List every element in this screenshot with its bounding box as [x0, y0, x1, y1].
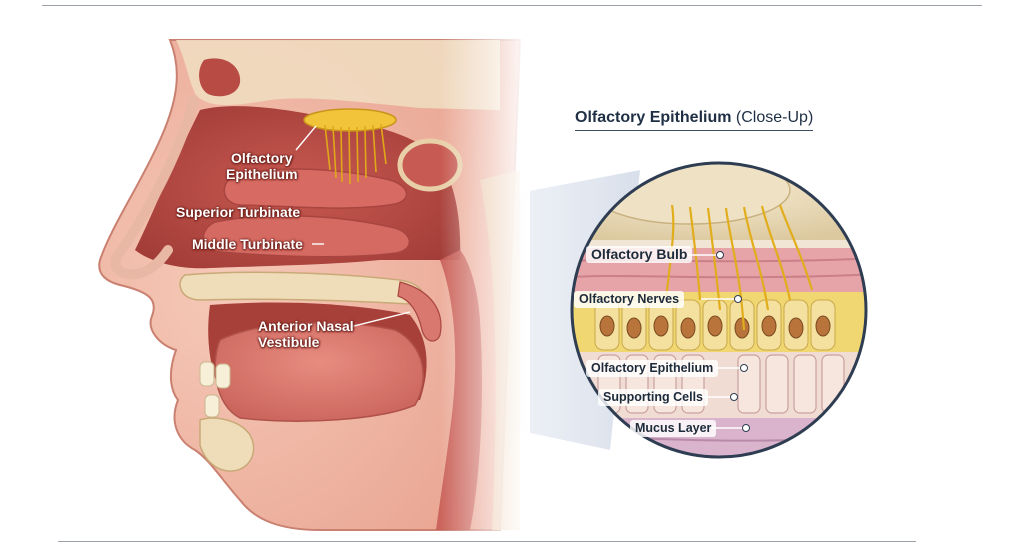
label-olfactory-bulb: Olfactory Bulb: [586, 246, 693, 263]
head-section: [98, 30, 530, 535]
soft-palate: [397, 281, 442, 342]
cell-nuclei: [599, 315, 831, 339]
middle-turbinate-shape: [202, 215, 411, 258]
top-rule: [42, 5, 982, 6]
nose: [110, 95, 199, 280]
label-closeup-olfactory-epithelium: Olfactory Epithelium: [586, 360, 719, 377]
fade-overlay: [440, 30, 530, 535]
closeup-title-suffix: (Close-Up): [735, 109, 814, 126]
upper-tooth-2: [215, 363, 231, 389]
label-olfactory-epithelium-line2: Epithelium: [226, 166, 298, 182]
closeup-leaders: [688, 254, 744, 429]
label-olfactory-nerves: Olfactory Nerves: [574, 291, 685, 308]
closeup-leader-dots: [716, 251, 750, 432]
closeup-title-main: Olfactory Epithelium: [575, 109, 732, 126]
label-olfactory-epithelium-line1: Olfactory: [231, 150, 293, 166]
superior-turbinate-shape: [223, 168, 408, 209]
mandible: [199, 417, 255, 472]
lower-tooth-1: [204, 394, 220, 418]
label-supporting-cells: Supporting Cells: [598, 389, 708, 406]
tongue: [214, 321, 424, 422]
upper-tooth-1: [199, 361, 215, 387]
closeup-title: Olfactory Epithelium (Close-Up): [575, 109, 814, 131]
label-anterior-nasal-vestibule-line1: Anterior Nasal: [258, 318, 354, 334]
frontal-bone: [176, 40, 500, 110]
label-olfactory-epithelium: Olfactory Epithelium: [226, 150, 298, 182]
olfactory-fibers: [324, 123, 387, 185]
label-mucus-layer: Mucus Layer: [630, 420, 717, 437]
label-superior-turbinate: Superior Turbinate: [176, 204, 301, 220]
label-anterior-nasal-vestibule: Anterior Nasal Vestibule: [258, 318, 354, 350]
bottom-rule: [58, 541, 916, 542]
frontal-sinus: [199, 58, 241, 97]
sagittal-leaders: [295, 125, 411, 328]
nerve-fibers: [664, 204, 814, 331]
label-anterior-nasal-vestibule-line2: Vestibule: [258, 334, 320, 350]
label-middle-turbinate: Middle Turbinate: [192, 236, 303, 252]
